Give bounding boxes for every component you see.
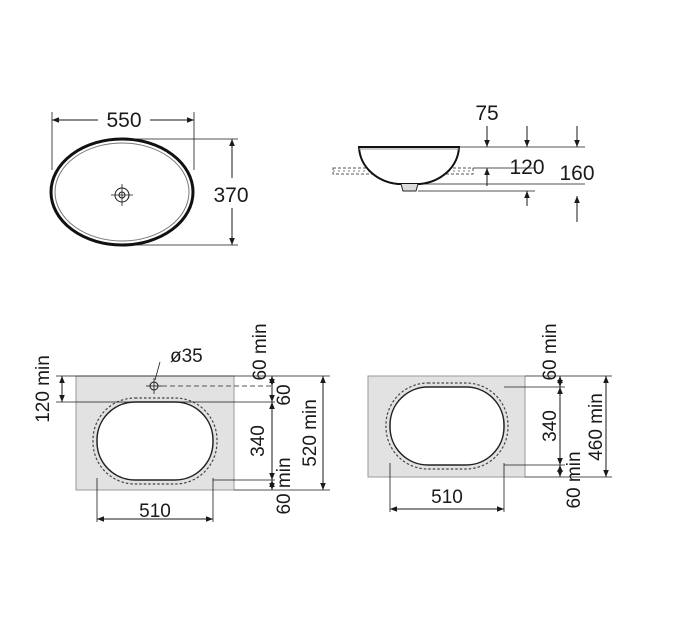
basin-left-dashed [92,397,218,485]
basin-profile [357,146,461,185]
top-width-label: 550 [106,109,141,132]
cutout-left-opening [96,401,214,481]
tap-hole-icon [146,378,162,394]
side-75-label: 75 [475,102,498,125]
side-view: 75 120 160 [332,102,595,222]
dim-520-min-label: 520 min [300,399,321,467]
basin-outline-outer [49,137,195,247]
basin-outline-inner [54,142,190,242]
top-height-label: 370 [213,184,248,207]
basin-right-dashed [385,382,509,470]
side-120-label: 120 [509,156,544,179]
dim-120-min-label: 120 min [33,355,54,423]
cutout-right-opening [389,386,505,466]
dim-510-left-label: 510 [139,501,171,522]
dim-60-min-bottom-right-label: 60 min [564,451,585,508]
top-view: 550 370 [49,109,249,247]
drain-symbol-icon [111,184,133,206]
dim-60-min-bottom-label: 60 min [274,457,295,514]
dim-60-label: 60 [274,384,295,405]
side-160-label: 160 [559,162,594,185]
dim-340-right-label: 340 [540,410,561,442]
tap-hole-diameter-label: ø35 [170,346,203,367]
cutout-left: ø35 120 min 60 min 60 340 520 min 60 min… [33,323,330,522]
dim-340-label: 340 [248,425,269,457]
dim-60-min-top-right-label: 60 min [540,323,561,380]
dim-60-min-top-label: 60 min [250,323,271,380]
dim-460-min-label: 460 min [586,393,607,461]
cutout-right: 60 min 340 460 min 60 min 510 [367,323,612,512]
drain-outlet [400,183,419,192]
dim-510-right-label: 510 [431,487,463,508]
